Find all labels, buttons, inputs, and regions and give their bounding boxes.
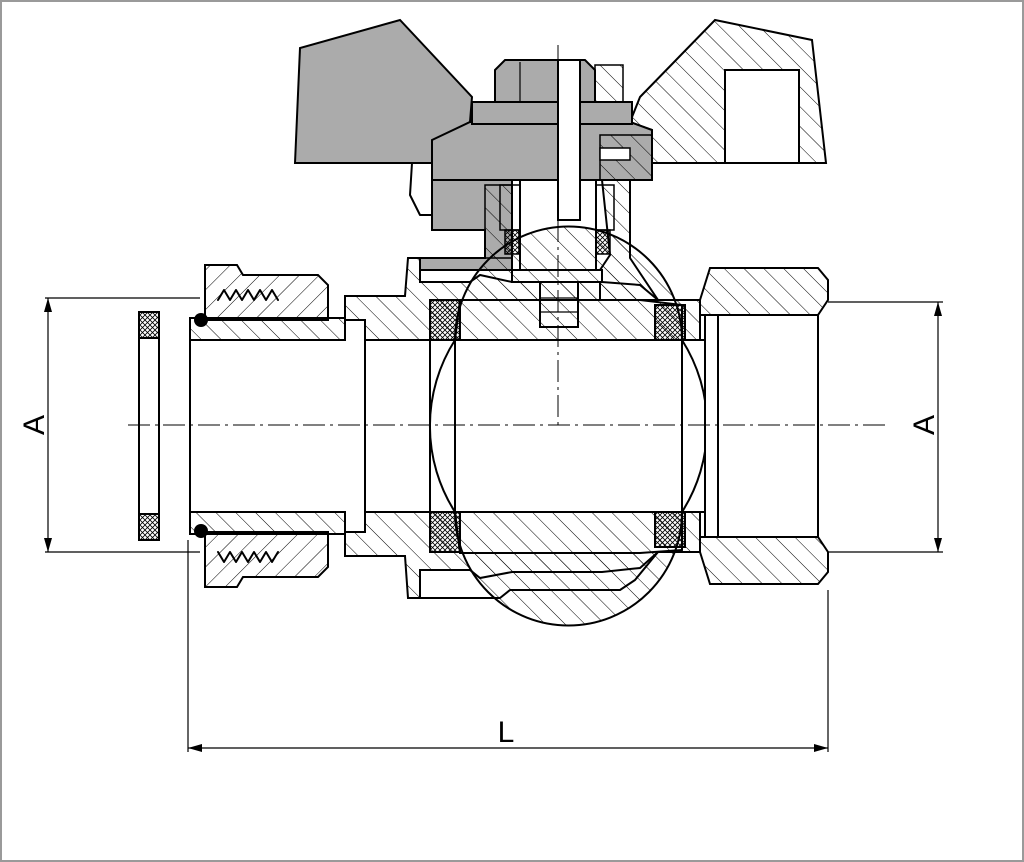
union-nut-thread-lower xyxy=(217,551,279,563)
ball-lower-section xyxy=(453,511,684,627)
right-end-lower xyxy=(699,536,829,585)
o-ring-upper xyxy=(194,313,208,327)
ball-upper-section xyxy=(453,225,684,341)
seat-lower-left xyxy=(429,511,461,553)
dim-label-right: A xyxy=(908,415,941,435)
ball-bore xyxy=(454,339,683,513)
gasket-ring xyxy=(138,311,160,541)
seat-upper-right xyxy=(654,304,686,341)
seat-upper-left xyxy=(429,299,461,341)
gasket-lower-section xyxy=(138,513,160,541)
nut-section xyxy=(594,64,624,106)
handle-right-window xyxy=(724,69,800,164)
right-end-bore xyxy=(704,314,819,538)
union-nut-thread-upper xyxy=(217,289,279,301)
tailpiece-upper-wall xyxy=(189,317,346,341)
seat-lower-right xyxy=(654,511,686,548)
handle-slot xyxy=(599,147,631,161)
washer-plate xyxy=(471,101,633,125)
ball-right-edge xyxy=(681,339,709,513)
right-end-upper xyxy=(699,267,829,316)
dim-label-left: A xyxy=(18,415,51,435)
gasket-upper-section xyxy=(138,311,160,339)
tailpiece-lower-wall xyxy=(189,511,346,535)
dim-label-length: L xyxy=(498,716,515,749)
handle-left-drop xyxy=(409,162,433,216)
stem-top-square xyxy=(557,59,581,221)
union-nut-lower xyxy=(204,531,329,588)
o-ring-lower xyxy=(194,524,208,538)
